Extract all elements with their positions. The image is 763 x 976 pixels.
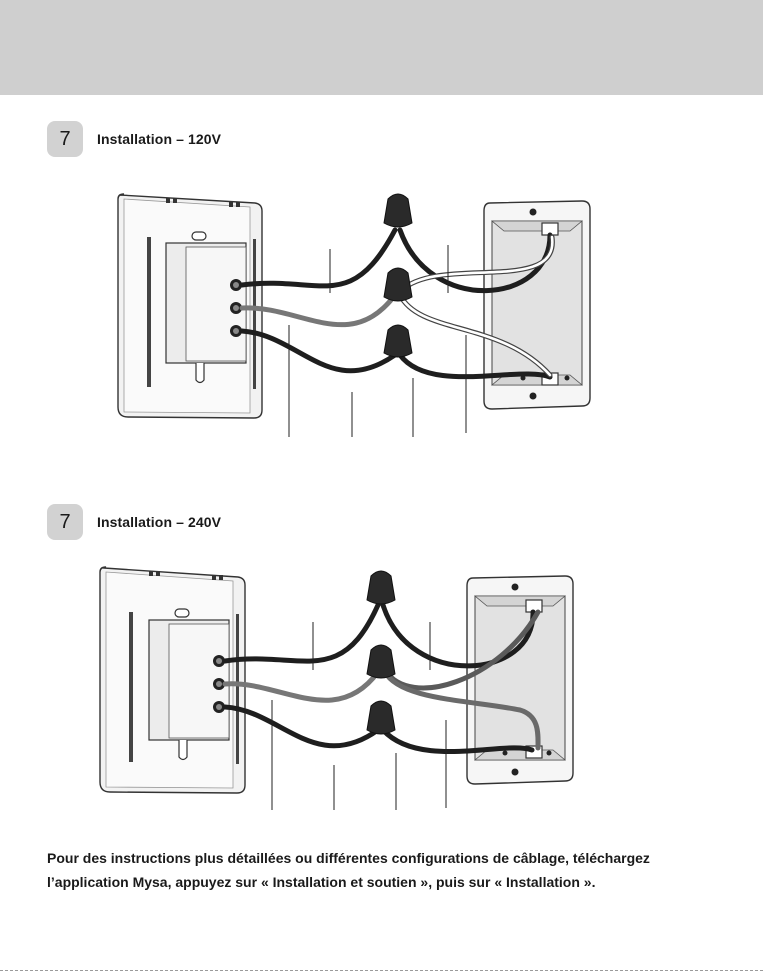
wiring-diagram-240v (0, 560, 763, 820)
wire-nuts-120v (384, 194, 412, 357)
step-badge: 7 (47, 504, 83, 540)
thermostat-backplate (118, 194, 262, 418)
footer-line-1: Pour des instructions plus détaillées ou… (47, 846, 737, 870)
wiring-diagram-120v (0, 185, 763, 445)
section-title: Installation – 240V (97, 514, 221, 530)
footer-line-2: l’application Mysa, appuyez sur « Instal… (47, 870, 737, 894)
footer-instructions: Pour des instructions plus détaillées ou… (47, 846, 737, 894)
step-badge: 7 (47, 121, 83, 157)
section-title: Installation – 120V (97, 131, 221, 147)
thermostat-backplate (100, 567, 245, 793)
page-bottom-divider (0, 970, 763, 971)
wire-nuts-240v (367, 571, 395, 734)
section-120v-header: 7 Installation – 120V (47, 121, 221, 157)
header-band (0, 0, 763, 95)
section-240v-header: 7 Installation – 240V (47, 504, 221, 540)
electrical-box (467, 576, 573, 784)
electrical-box (484, 201, 590, 409)
